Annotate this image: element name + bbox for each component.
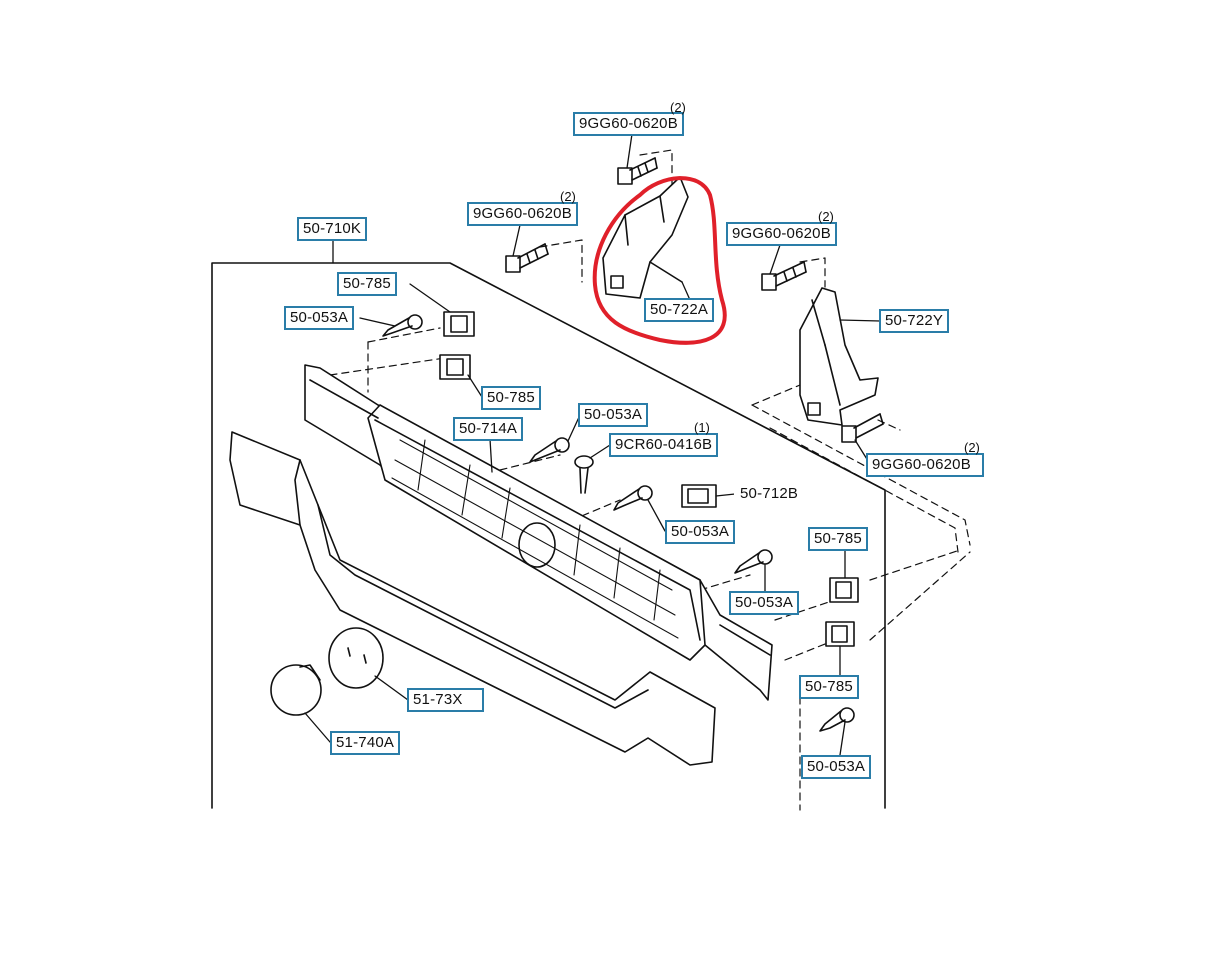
bumper-panel <box>229 431 716 766</box>
front-panel-outline <box>211 262 886 809</box>
label-50-785-lower-2[interactable]: 50-785 <box>799 675 859 699</box>
screw-right-1 <box>734 549 773 574</box>
label-9gg60-0620b-far-right[interactable]: 9GG60-0620B <box>866 453 984 477</box>
clip-upper-1 <box>443 311 475 337</box>
clip-lower-2 <box>825 621 855 647</box>
label-50-053a-center-2[interactable]: 50-053A <box>665 520 736 544</box>
highlight-circle <box>592 176 727 345</box>
qty-bolt-top: (2) <box>670 100 686 115</box>
label-9gg60-0620b-left[interactable]: 9GG60-0620B <box>467 202 578 226</box>
qty-bolt-far-right: (2) <box>964 440 980 455</box>
label-9gg60-0620b-right[interactable]: 9GG60-0620B <box>726 222 837 246</box>
nut-clip <box>681 484 717 508</box>
label-9cr60-0416b[interactable]: 9CR60-0416B <box>609 433 719 457</box>
cap-51-740a <box>270 664 322 716</box>
label-9gg60-0620b-top[interactable]: 9GG60-0620B <box>573 112 684 136</box>
bracket-right <box>799 287 879 426</box>
label-50-722y[interactable]: 50-722Y <box>879 309 950 333</box>
label-50-053a-center-1[interactable]: 50-053A <box>578 403 649 427</box>
clip-upper-2 <box>439 354 471 380</box>
qty-bolt-right: (2) <box>818 209 834 224</box>
qty-bolt-left: (2) <box>560 189 576 204</box>
label-51-740a[interactable]: 51-740A <box>330 731 401 755</box>
bracket-left <box>602 176 689 299</box>
label-50-722a[interactable]: 50-722A <box>644 298 715 322</box>
bolt-left <box>505 243 549 273</box>
bolt-right <box>761 261 807 291</box>
label-50-785-upper-1[interactable]: 50-785 <box>337 272 397 296</box>
screw-center-1 <box>529 437 570 463</box>
screw-center-2 <box>613 485 653 511</box>
label-51-73x[interactable]: 51-73X <box>407 688 484 712</box>
label-50-710k[interactable]: 50-710K <box>297 217 368 241</box>
bolt-far-right <box>841 413 884 443</box>
label-50-053a-right-1[interactable]: 50-053A <box>729 591 800 615</box>
label-50-785-lower-1[interactable]: 50-785 <box>808 527 868 551</box>
label-50-053a-bottom-right[interactable]: 50-053A <box>801 755 872 779</box>
grille <box>304 364 773 701</box>
label-50-714a[interactable]: 50-714A <box>453 417 524 441</box>
qty-screw-9cr: (1) <box>694 420 710 435</box>
screw-9cr <box>574 455 594 494</box>
screw-bottom-right <box>819 707 855 732</box>
cap-51-73x <box>328 627 384 689</box>
assembly-guide-lines <box>307 149 971 811</box>
clip-lower-1 <box>829 577 859 603</box>
label-50-785-upper-2[interactable]: 50-785 <box>481 386 541 410</box>
label-50-053a-upper-left[interactable]: 50-053A <box>284 306 355 330</box>
label-50-712b[interactable]: 50-712B <box>734 482 805 506</box>
bolt-top <box>617 157 658 185</box>
